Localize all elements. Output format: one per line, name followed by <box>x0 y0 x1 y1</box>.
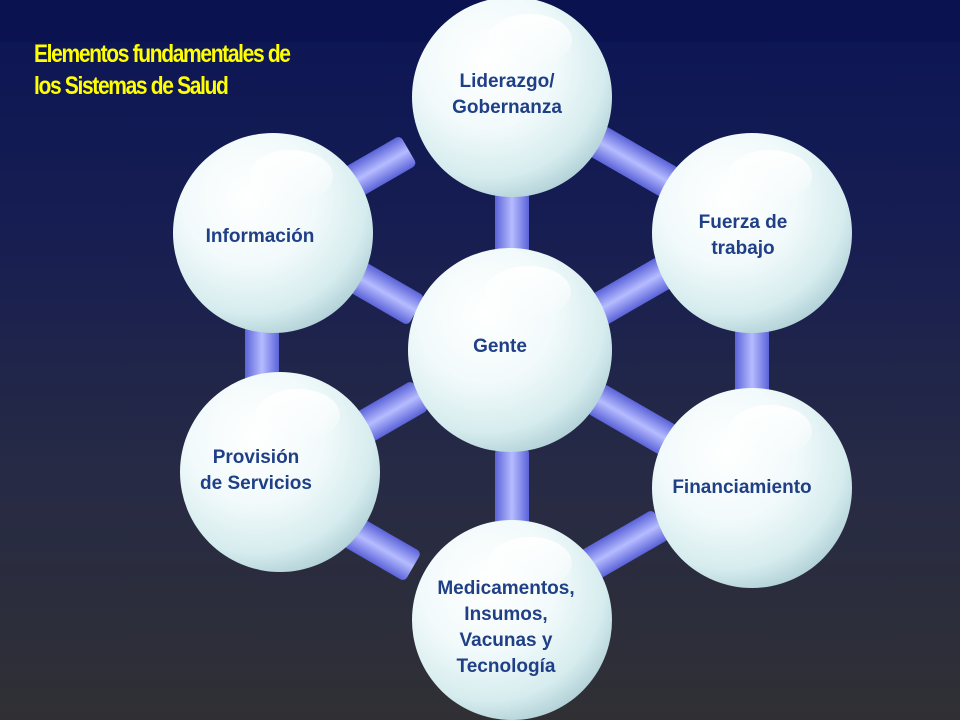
label-provision-line-1: Provisión <box>212 447 300 468</box>
sphere-provision <box>180 372 380 572</box>
sphere-fuerza <box>652 133 852 333</box>
connector-fuerza-financiamiento <box>735 312 769 398</box>
label-liderazgo-line-1: Liderazgo/ <box>459 71 555 92</box>
label-medicamentos-line-3: Vacunas y <box>459 630 553 651</box>
label-financiamiento: Financiamiento <box>632 475 852 501</box>
connector-gente-medicamentos <box>495 448 529 530</box>
connector-gente-financiamiento <box>588 385 678 455</box>
connector-liderazgo-fuerza <box>589 127 679 197</box>
label-fuerza-line-1: Fuerza de <box>698 212 788 233</box>
slide-title: Elementos fundamentales de los Sistemas … <box>34 38 291 102</box>
label-medicamentos-line-2: Insumos, <box>464 604 548 625</box>
sphere-gente <box>408 248 612 452</box>
label-financiamiento-line-1: Financiamiento <box>672 477 812 498</box>
sphere-informacion <box>173 133 373 333</box>
sphere-liderazgo <box>412 0 612 197</box>
label-liderazgo-line-2: Gobernanza <box>452 97 562 118</box>
label-fuerza: Fuerza de trabajo <box>633 210 853 262</box>
label-provision-line-2: de Servicios <box>200 473 312 494</box>
label-medicamentos-line-1: Medicamentos, <box>437 578 575 599</box>
label-medicamentos: Medicamentos, Insumos, Vacunas y Tecnolo… <box>396 576 616 680</box>
label-informacion: Información <box>150 224 370 250</box>
label-provision: Provisión de Servicios <box>146 445 366 497</box>
sphere-financiamiento <box>652 388 852 588</box>
label-informacion-line-1: Información <box>205 226 315 247</box>
spheres <box>173 0 852 720</box>
connector-liderazgo-gente <box>495 178 529 260</box>
connector-financiamiento-medicamentos <box>578 511 668 581</box>
label-liderazgo: Liderazgo/ Gobernanza <box>397 69 617 121</box>
label-gente: Gente <box>390 334 610 360</box>
title-line-2: los Sistemas de Salud <box>34 72 229 100</box>
sphere-medicamentos <box>412 520 612 720</box>
label-medicamentos-line-4: Tecnología <box>456 656 556 677</box>
label-gente-line-1: Gente <box>473 336 527 357</box>
label-fuerza-line-2: trabajo <box>711 238 775 259</box>
connector-fuerza-gente <box>586 258 674 326</box>
title-line-1: Elementos fundamentales de <box>34 40 291 68</box>
